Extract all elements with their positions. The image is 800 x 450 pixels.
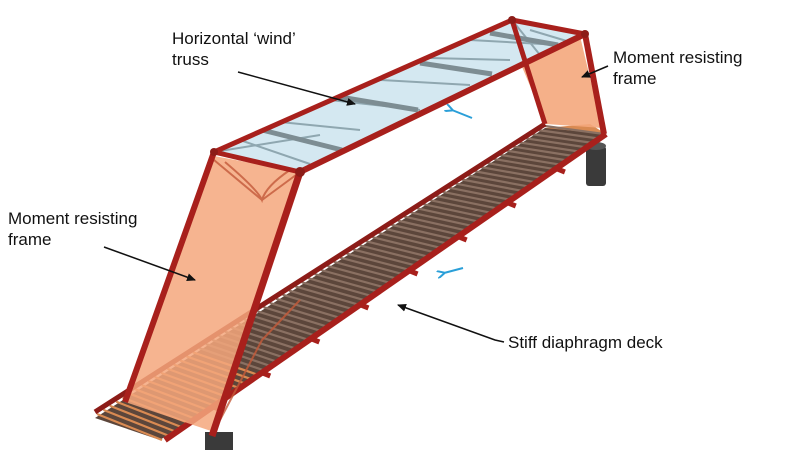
deck-slat [403,215,466,232]
pier-right [586,146,606,186]
callout-arrow-deck [397,303,505,343]
deck-slat [448,186,510,201]
label-stiff-diaphragm-deck: Stiff diaphragm deck [508,333,663,352]
post-left-back [122,150,217,404]
deck-slat [519,141,579,153]
deck-cross-beam-end [406,267,419,277]
finial [581,30,589,38]
post-right-front [582,33,607,135]
deck-slat [493,157,554,171]
deck-slat [435,194,497,210]
deck-slat [500,153,560,166]
label-moment-frame-right: Moment resisting frame [613,47,742,89]
frame-panel-left [125,156,300,432]
deck-slat [365,240,428,258]
deck-slat [544,124,605,136]
deck-slat [538,129,598,140]
deck-slat [532,133,592,144]
post-right-back [509,19,548,125]
deck-slat [282,293,346,315]
top-end-right [511,17,586,37]
deck-slat [468,174,529,188]
deck-slat [243,318,308,341]
deck-slat [455,182,516,197]
label-wind-truss-line2: truss [172,50,209,69]
deck-slat [391,223,453,240]
deck-slat [301,281,365,302]
label-moment-frame-right-line2: frame [613,69,657,88]
deck-slat [102,408,169,437]
post-left-front [208,170,304,438]
deck-slat [327,264,390,284]
deck-slat [339,256,403,275]
deck-cross-beam-end [553,165,566,175]
deck-slat [109,404,176,433]
blue-marker-top [452,110,473,119]
deck-slat [275,297,340,319]
callout-arrow-wind-truss [237,71,356,106]
frame-bracing-left [213,159,301,421]
deck-slat [384,227,447,245]
deck-cross-beam-end [308,335,321,345]
deck-slat [410,211,472,227]
deck-slat [371,236,434,254]
deck-slat [314,273,377,293]
deck-cross-beam-end [357,301,370,311]
deck-slat [269,301,333,324]
pier-left [205,432,233,450]
finial [210,148,218,156]
wind-truss-glass [214,20,585,172]
label-moment-frame-left-line1: Moment resisting [8,209,138,228]
callout-arrow-frame-right [581,65,609,78]
deck-slat [295,285,359,306]
deck-slat [256,310,321,332]
top-chord-back [212,17,514,155]
deck-slat [352,248,415,267]
deck-slat [250,314,314,337]
top-end-left [213,149,301,175]
label-moment-frame-right-line1: Moment resisting [613,48,743,67]
deck-slat [320,268,384,289]
deck-cross-beam-end [504,199,517,209]
deck-slat [525,137,586,149]
deck-cross-beam-end [455,233,468,243]
deck-slat [506,149,567,162]
deck-slat [378,231,441,249]
finial [508,16,516,24]
deck-slat [416,207,478,223]
deck-slat [96,412,163,442]
deck-slat [423,203,485,219]
deck-slat [263,305,327,328]
deck-slat [474,170,535,184]
top-chord-front [298,31,587,175]
deck-slat [442,190,504,206]
deck-slat [333,260,396,280]
deck-slat [429,198,491,214]
deck-edge-beam-front [163,131,608,443]
deck-slat [307,277,371,297]
deck-slat [397,219,460,236]
callout-arrow-frame-left [103,246,196,282]
blue-marker-deck [444,267,464,273]
deck-slat [461,178,523,192]
deck-slat [359,244,422,262]
deck-slat [487,161,548,175]
deck-slat [512,145,573,157]
finial [295,167,305,177]
label-moment-frame-left: Moment resisting frame [8,208,137,250]
label-moment-frame-left-line2: frame [8,230,52,249]
deck-slat [480,166,542,179]
label-wind-truss-line1: Horizontal ‘wind’ [172,29,296,48]
deck-cross-beam-end [259,369,272,379]
deck-slat [346,252,409,271]
deck-slat [115,400,182,428]
deck-slat [288,289,352,310]
wind-truss-cross-members [261,30,559,153]
label-wind-truss: Horizontal ‘wind’ truss [172,28,296,70]
